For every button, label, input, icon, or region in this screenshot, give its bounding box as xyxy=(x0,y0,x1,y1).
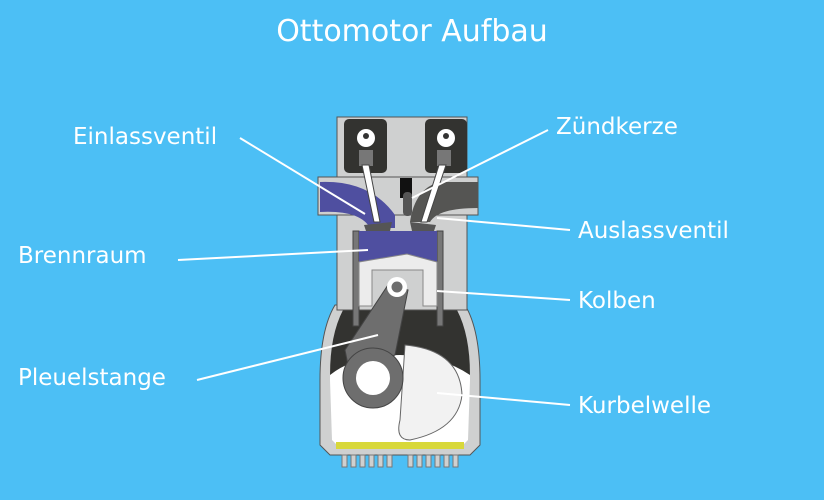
label-zuendkerze: Zündkerze xyxy=(556,114,678,140)
label-einlassventil: Einlassventil xyxy=(73,124,218,150)
label-auslassventil: Auslassventil xyxy=(578,218,729,244)
spark-plug xyxy=(400,178,412,216)
combustion-chamber xyxy=(359,231,437,262)
label-brennraum: Brennraum xyxy=(18,243,147,269)
cooling-fins xyxy=(341,454,459,468)
diagram-title: Ottomotor Aufbau xyxy=(276,14,548,49)
piston xyxy=(358,253,438,307)
label-pleuelstange: Pleuelstange xyxy=(18,365,166,391)
label-kolben: Kolben xyxy=(578,288,656,314)
label-kurbelwelle: Kurbelwelle xyxy=(578,393,712,419)
intake-valve xyxy=(357,129,392,231)
exhaust-valve xyxy=(410,129,455,231)
leader-lines xyxy=(177,129,571,406)
counterweight xyxy=(398,344,463,441)
oil-sump xyxy=(336,442,464,449)
